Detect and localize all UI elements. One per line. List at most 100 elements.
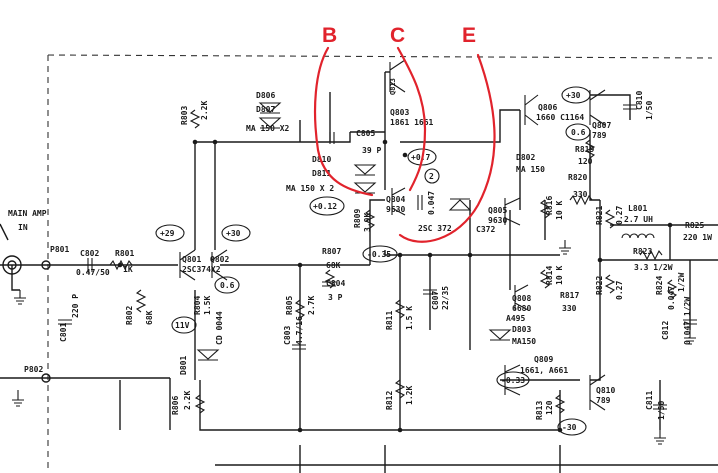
transistor-labels: Q813 Q803 1861 1661 Q801 Q802 2SC374X2 Q… xyxy=(182,78,615,405)
l801-value: 2.7 UH xyxy=(624,215,653,224)
r809-label: R809 xyxy=(353,209,362,228)
p802-label: P802 xyxy=(24,365,43,374)
voltage-oval xyxy=(362,245,398,263)
d803-label: D803 xyxy=(512,325,531,334)
q-2sc-label: 2SC 372 xyxy=(418,224,452,233)
c803-label: C803 xyxy=(283,326,292,345)
d801-label: D801 xyxy=(179,356,188,375)
r802-label: R802 xyxy=(125,306,134,325)
d806-label: D806 xyxy=(256,91,275,100)
voltage-minus0-33: -0.33 xyxy=(501,376,525,385)
red-annotations: B C E xyxy=(313,24,496,243)
r801-label: R801 xyxy=(115,249,134,258)
voltage-markers: +29 +30 0.6 11V +0.12 -0.35 +0.7 +30 0.6… xyxy=(155,86,591,436)
r823-label: R823 xyxy=(633,247,652,256)
r804-value: 1.5K xyxy=(203,296,212,315)
voltage-plus0-12: +0.12 xyxy=(313,202,337,211)
q810-type-label: 789 xyxy=(596,396,611,405)
d803-type-label: MA150 xyxy=(512,337,536,346)
r803-value: 2.2K xyxy=(200,101,209,120)
r805-value: 2.7K xyxy=(307,296,316,315)
c805-value: 39 P xyxy=(362,146,381,155)
q803-label: Q803 xyxy=(390,108,409,117)
q808-num-label: 6680 xyxy=(512,304,531,313)
r821-value: 0.27 xyxy=(615,206,624,225)
q809-label: Q809 xyxy=(534,355,553,364)
r819-value: 120 xyxy=(578,157,593,166)
c801-value: 220 P xyxy=(71,294,80,318)
voltage-plus30-input: +30 xyxy=(226,229,241,238)
r821-label: R821 xyxy=(595,206,604,225)
q801-type-label: 2SC374X2 xyxy=(182,265,221,274)
r824-label: R824 xyxy=(655,276,664,295)
r825-value: 220 1W xyxy=(683,233,712,242)
voltage-minus0-35: -0.35 xyxy=(367,250,391,259)
q805-sub-label: C372 xyxy=(476,225,495,234)
voltage-oval xyxy=(561,86,591,104)
diode-labels: D806 D807 MA 150 X2 D810 D811 MA 150 X 2… xyxy=(179,91,545,375)
resistor-labels: R801 1K R802 68K R803 2.2K R804 1.5K R80… xyxy=(115,101,712,420)
c810-label: C810 xyxy=(635,91,644,110)
voltage-plus0-7: +0.7 xyxy=(411,153,430,162)
annotation-e: E xyxy=(462,24,476,47)
c810-value: 1/50 xyxy=(645,101,654,120)
c802-label: C802 xyxy=(80,249,99,258)
r802-value: 68K xyxy=(145,310,154,325)
capacitor-labels: C801 220 P C802 0.47/50 C803 4.7/16 C804… xyxy=(59,91,692,420)
r813-value: 120 xyxy=(545,400,554,415)
r812-value: 1.2K xyxy=(405,386,414,405)
voltage-oval xyxy=(171,316,197,334)
c812-value: 0.047 1/2W xyxy=(683,297,692,345)
r825-label: R825 xyxy=(685,221,704,230)
base-annotation-line xyxy=(313,46,374,197)
voltage-0-6-output: 0.6 xyxy=(571,128,586,137)
d807-label: D807 xyxy=(256,105,275,114)
collector-annotation-line xyxy=(396,46,427,192)
inductor-labels: L801 2.7 UH xyxy=(624,204,653,224)
q808-label: Q808 xyxy=(512,294,531,303)
capacitor-symbols xyxy=(58,104,697,410)
r812-label: R812 xyxy=(385,391,394,410)
voltage-oval xyxy=(214,276,240,294)
c804-value: 3 P xyxy=(328,293,343,302)
d806-type-label: MA 150 X2 xyxy=(246,124,290,133)
r804-label: R804 xyxy=(193,296,202,315)
circled-marker xyxy=(424,168,440,184)
voltage-oval xyxy=(557,418,587,436)
q805-type-label: 9630 xyxy=(488,216,507,225)
q807-type-label: 789 xyxy=(592,131,607,140)
r811-value: 1.5 K xyxy=(405,306,414,330)
q813-label: Q813 xyxy=(389,78,397,95)
voltage-oval xyxy=(496,371,530,389)
q807-label: Q807 xyxy=(592,121,611,130)
r805-label: R805 xyxy=(285,296,294,315)
input-jack xyxy=(2,255,51,383)
d801-type-label: CD 0044 xyxy=(215,311,224,345)
r824-value: 0.047 xyxy=(667,286,676,310)
r-half-watt-label: 1/2W xyxy=(677,273,686,292)
resistor-symbols xyxy=(109,109,678,414)
r820-value: 330 xyxy=(573,190,588,199)
voltage-0-6-input: 0.6 xyxy=(220,281,235,290)
voltage-oval xyxy=(155,224,185,242)
r820-label: R820 xyxy=(568,173,587,182)
junction-dots xyxy=(117,139,673,433)
voltage-oval xyxy=(407,148,437,166)
r817-value: 330 xyxy=(562,304,577,313)
r807-value: 68K xyxy=(326,261,341,270)
r806-label: R806 xyxy=(171,396,180,415)
c807-value: 22/35 xyxy=(441,286,450,310)
r816-value: 10 K xyxy=(555,201,564,220)
q806-label: Q806 xyxy=(538,103,557,112)
r811-label: R811 xyxy=(385,311,394,330)
c802-value: 0.47/50 xyxy=(76,268,110,277)
voltage-oval xyxy=(221,224,251,242)
c805-label: C805 xyxy=(356,129,375,138)
q808-type-label: A495 xyxy=(506,314,525,323)
c-047-label: 0.047 xyxy=(427,191,436,215)
sheet-border xyxy=(47,54,713,470)
q804-label: Q804 xyxy=(386,195,405,204)
voltage-plus30-output: +30 xyxy=(566,91,581,100)
q809-type-label: 1661, A661 xyxy=(520,366,568,375)
